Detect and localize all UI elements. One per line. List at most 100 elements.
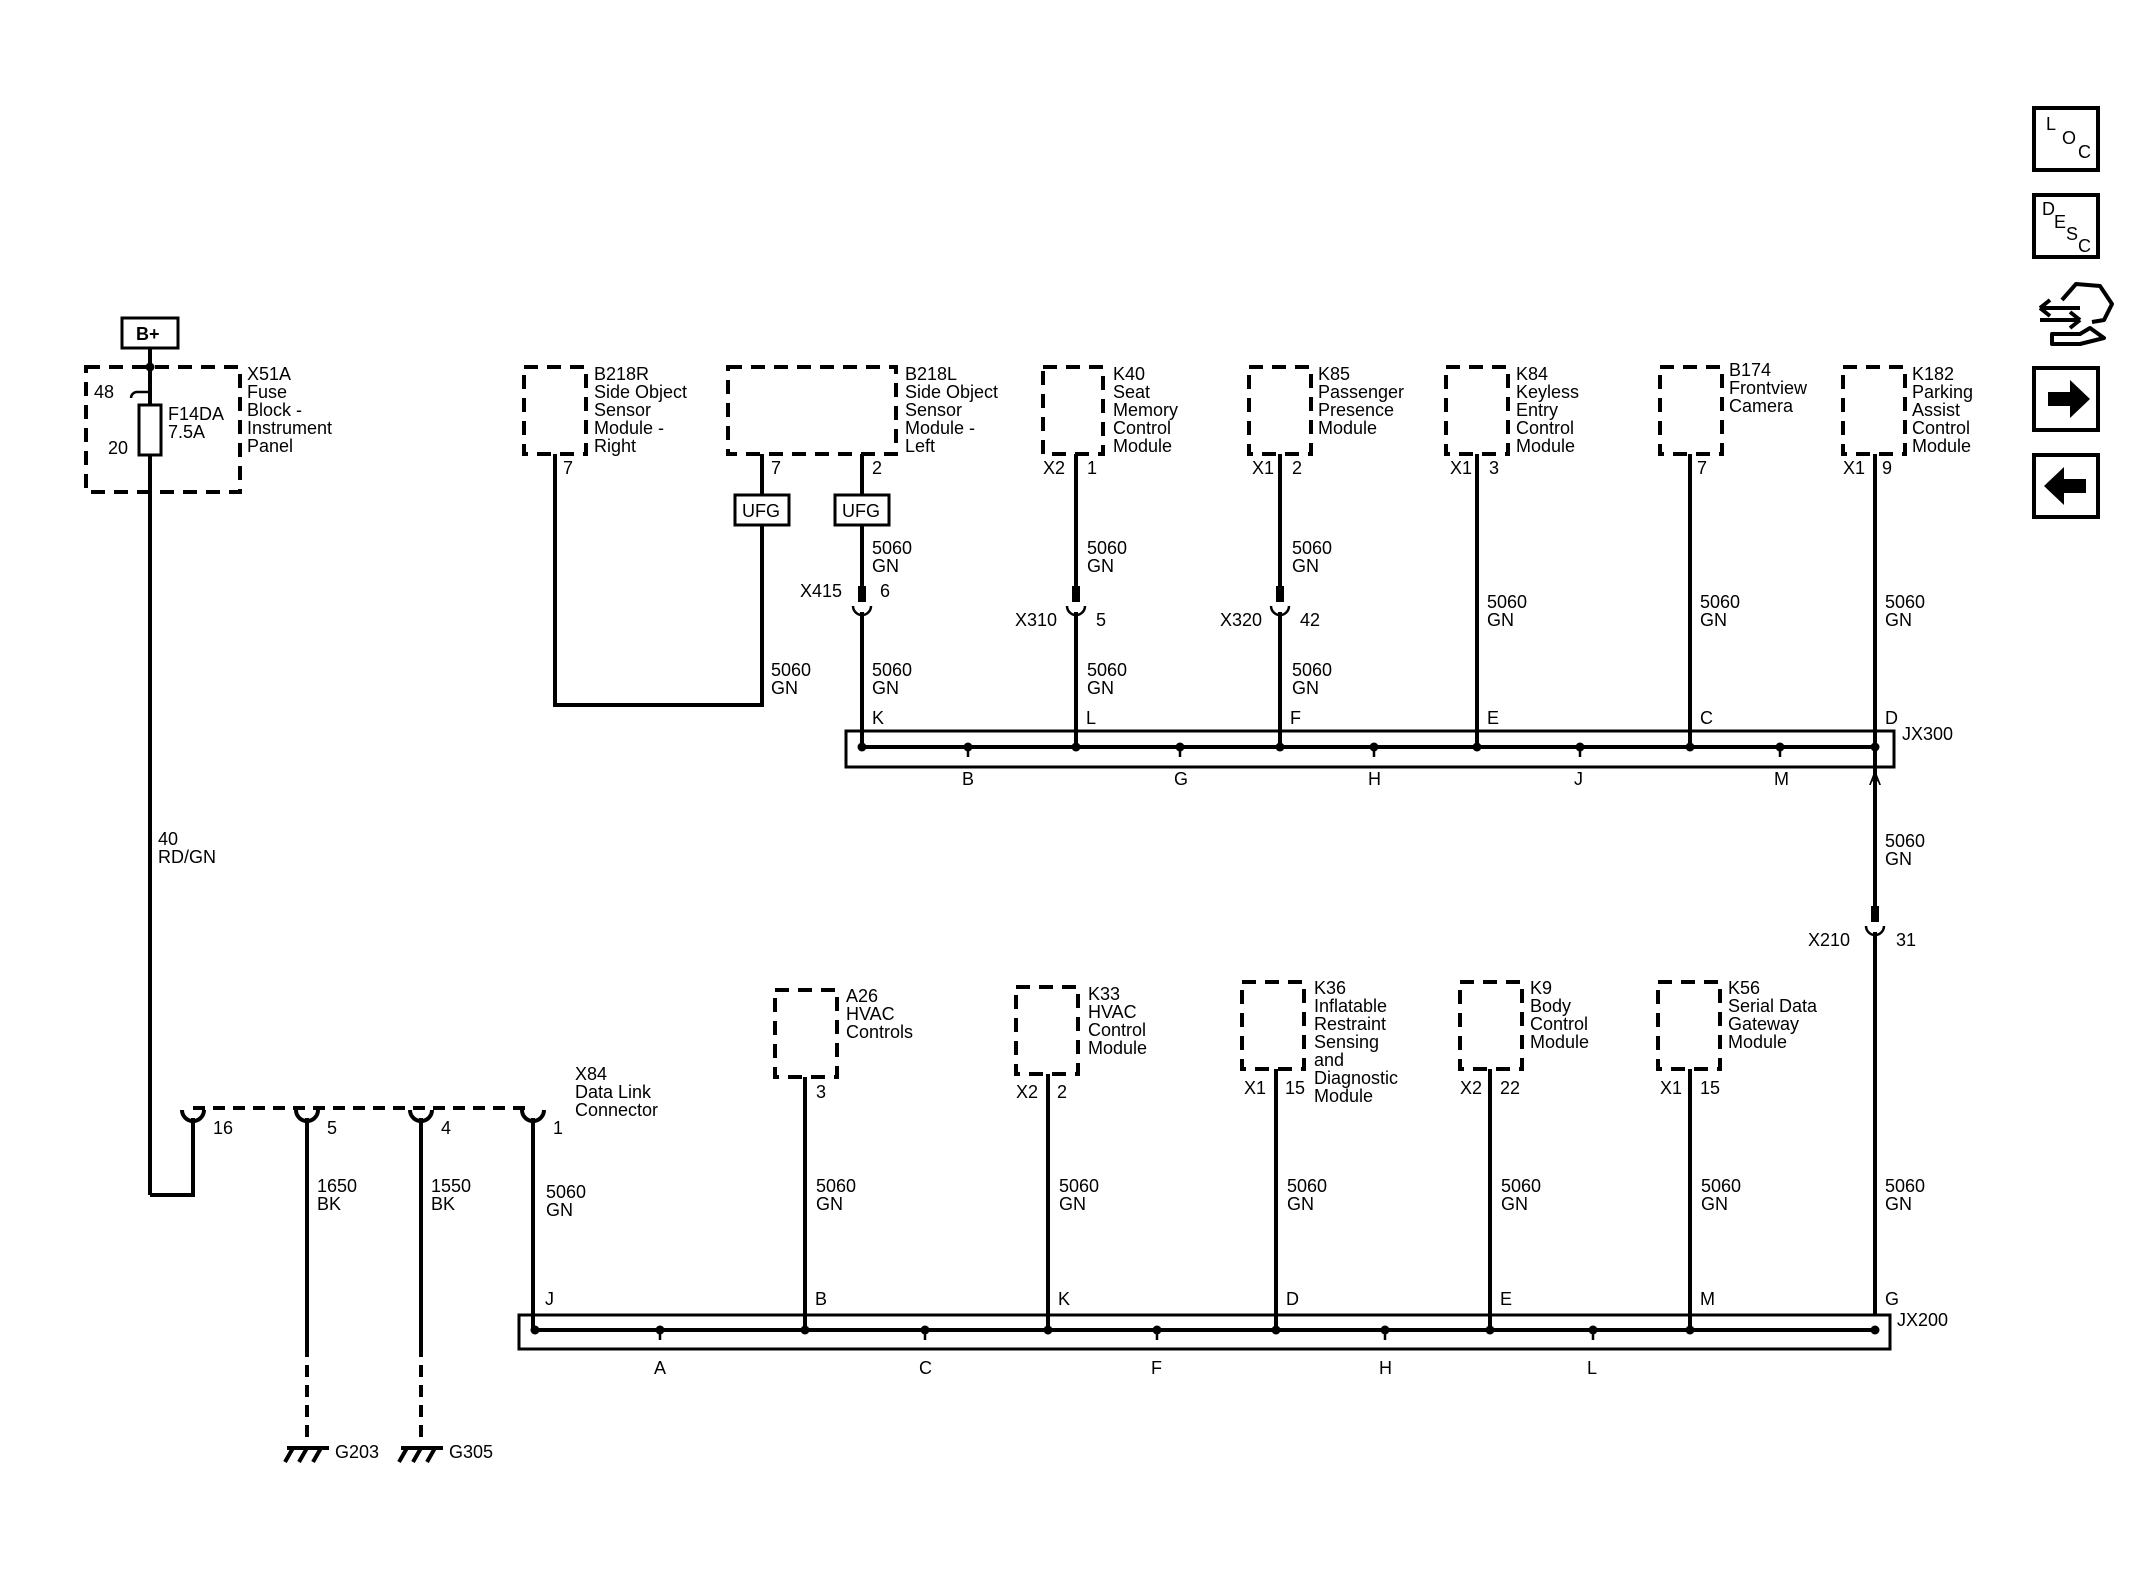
k33-wire-circuit: 5060	[1059, 1176, 1099, 1196]
x415-jx300-wire-circuit: 5060	[872, 660, 912, 680]
b218r-name-line: Module -	[594, 418, 664, 438]
x210-connector-pin	[1871, 906, 1879, 922]
k40-wire-color: GN	[1087, 556, 1114, 576]
ground-wire-color: BK	[431, 1194, 455, 1214]
fuse-rating-name: F14DA	[168, 404, 224, 424]
ground-wire-circuit: 1550	[431, 1176, 471, 1196]
k36-name-line: Inflatable	[1314, 996, 1387, 1016]
b218l-name-line: Left	[905, 436, 935, 456]
x310-connector-pin	[1072, 586, 1080, 602]
b174-module-box	[1658, 365, 1724, 456]
k182-pin: 9	[1882, 458, 1892, 478]
b174-name-line: Frontview	[1729, 378, 1808, 398]
harness-glyph[interactable]	[2038, 282, 2114, 346]
k84-name-line: Control	[1516, 418, 1574, 438]
x210-jx200-wire-color: GN	[1885, 1194, 1912, 1214]
previous-page-button[interactable]	[2032, 453, 2100, 519]
loc-letter: C	[2078, 142, 2091, 162]
fuse-block-name-line: Fuse	[247, 382, 287, 402]
fuse-block-name-line: Block -	[247, 400, 302, 420]
ground-wire-color: BK	[317, 1194, 341, 1214]
x320-jx300-wire-circuit: 5060	[1292, 660, 1332, 680]
arrow-right-icon[interactable]	[2048, 380, 2090, 418]
ufg-label: UFG	[842, 501, 880, 521]
b218l-name-line: Module -	[905, 418, 975, 438]
a26-wire-color: GN	[816, 1194, 843, 1214]
k56-name-line: Module	[1728, 1032, 1787, 1052]
k9-name-line: Body	[1530, 996, 1571, 1016]
k9-name-line: Control	[1530, 1014, 1588, 1034]
x310-label: X310	[1015, 610, 1057, 630]
desc-letter: E	[2054, 212, 2066, 232]
k182-wire-color: GN	[1885, 610, 1912, 630]
fuse-pin-out: 20	[108, 438, 128, 458]
loc-button-frame[interactable]	[2032, 106, 2100, 172]
a26-pin: 3	[816, 1082, 826, 1102]
desc-letter: S	[2066, 224, 2078, 244]
x320-pin: 42	[1300, 610, 1320, 630]
b218l-module-box	[726, 365, 898, 456]
dlc-name-line: Data Link	[575, 1082, 652, 1102]
b218l-pin-7: 7	[771, 458, 781, 478]
jx200-top-pin: E	[1500, 1289, 1512, 1309]
k36-name-line: and	[1314, 1050, 1344, 1070]
ground-wire-circuit: 1650	[317, 1176, 357, 1196]
x320-jx300-wire-color: GN	[1292, 678, 1319, 698]
loc-letter: O	[2062, 128, 2076, 148]
x415-connector-pin	[858, 586, 866, 602]
jx300-x210-wire-color: GN	[1885, 849, 1912, 869]
b174-wire-color: GN	[1700, 610, 1727, 630]
k40-name-line: K40	[1113, 364, 1145, 384]
k56-pin: 15	[1700, 1078, 1720, 1098]
k85-name-line: Presence	[1318, 400, 1394, 420]
jx200-bottom-pin: F	[1151, 1358, 1162, 1378]
k85-wire-circuit: 5060	[1292, 538, 1332, 558]
k9-name-line: Module	[1530, 1032, 1589, 1052]
a26-name-line: HVAC	[846, 1004, 895, 1024]
loc-button[interactable]: LOC	[2032, 106, 2100, 172]
k182-name-line: Assist	[1912, 400, 1960, 420]
x415-pin: 6	[880, 581, 890, 601]
jx200-bottom-pin: H	[1379, 1358, 1392, 1378]
ground-label: G305	[449, 1442, 493, 1462]
a26-module-box	[773, 988, 839, 1079]
arrow-left-icon[interactable]	[2044, 467, 2086, 505]
k84-conn: X1	[1450, 458, 1472, 478]
k36-name-line: K36	[1314, 978, 1346, 998]
x310-jx300-wire-color: GN	[1087, 678, 1114, 698]
k33-name-line: Module	[1088, 1038, 1147, 1058]
k40-wire-circuit: 5060	[1087, 538, 1127, 558]
harness-view-icon[interactable]	[2038, 282, 2114, 346]
dlc-jx200-wire-color: GN	[546, 1200, 573, 1220]
next-page-button[interactable]	[2032, 366, 2100, 432]
k9-wire-circuit: 5060	[1501, 1176, 1541, 1196]
k33-pin: 2	[1057, 1082, 1067, 1102]
k182-name-line: Control	[1912, 418, 1970, 438]
jx200-top-pin: G	[1885, 1289, 1899, 1309]
k85-module-box	[1247, 365, 1313, 456]
ufg-label: UFG	[742, 501, 780, 521]
b218l-name-line: Side Object	[905, 382, 998, 402]
b218r-wire	[553, 454, 764, 707]
b218r-splice-wire-circuit: 5060	[771, 660, 811, 680]
desc-button-frame[interactable]	[2032, 193, 2100, 259]
fuse-block-name-line: Instrument	[247, 418, 332, 438]
k9-conn: X2	[1460, 1078, 1482, 1098]
dlc-pin-label: 5	[327, 1118, 337, 1138]
b218r-name-line: Right	[594, 436, 636, 456]
k9-name-line: K9	[1530, 978, 1552, 998]
k33-module-box	[1014, 985, 1080, 1076]
x210-jx200-wire-circuit: 5060	[1885, 1176, 1925, 1196]
jx200-bottom-pin: A	[654, 1358, 666, 1378]
k56-name-line: Serial Data	[1728, 996, 1818, 1016]
k36-name-line: Module	[1314, 1086, 1373, 1106]
dlc-pin-label: 1	[553, 1118, 563, 1138]
jx300-bottom-pin: B	[962, 769, 974, 789]
jx200-top-pin: B	[815, 1289, 827, 1309]
k36-conn: X1	[1244, 1078, 1266, 1098]
b174-pin: 7	[1697, 458, 1707, 478]
a26-name-line: A26	[846, 986, 878, 1006]
b174-name-line: Camera	[1729, 396, 1794, 416]
